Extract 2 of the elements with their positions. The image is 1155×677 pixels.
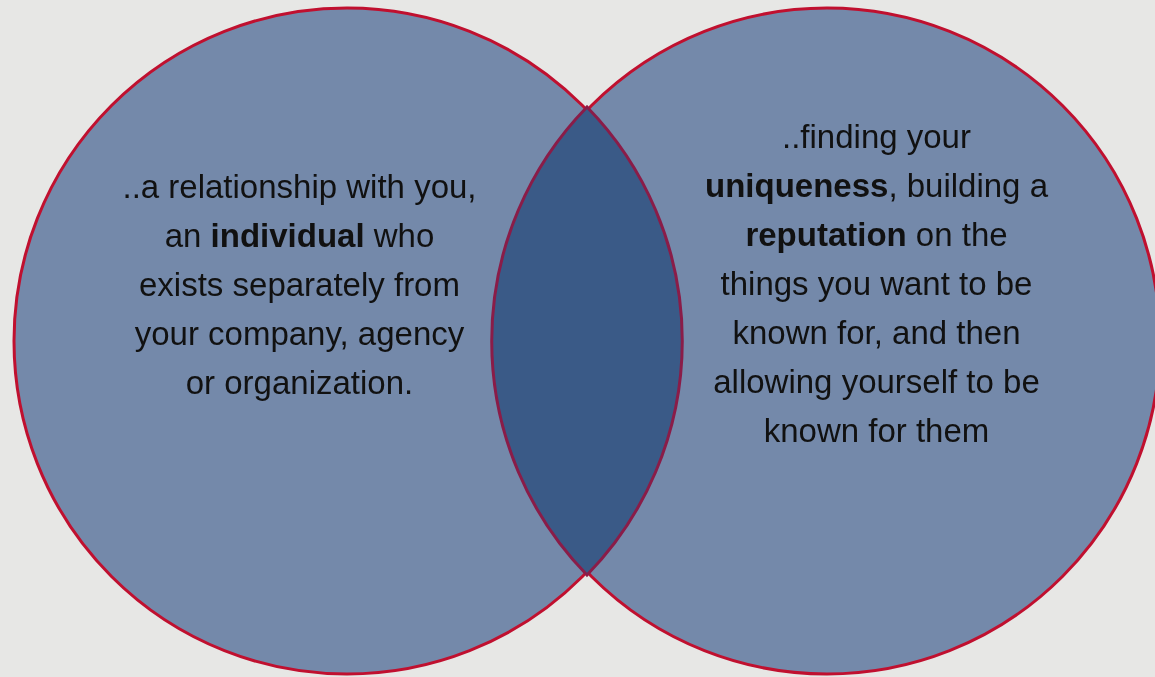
circle-text: ..finding your uniqueness, building a reputation on the things you want to be known for, and then allowing yourself to be known for them [704,117,1049,451]
circle-text: ..a relationship with you, an individual who exists separately from your company, agency or organization. [122,167,477,403]
